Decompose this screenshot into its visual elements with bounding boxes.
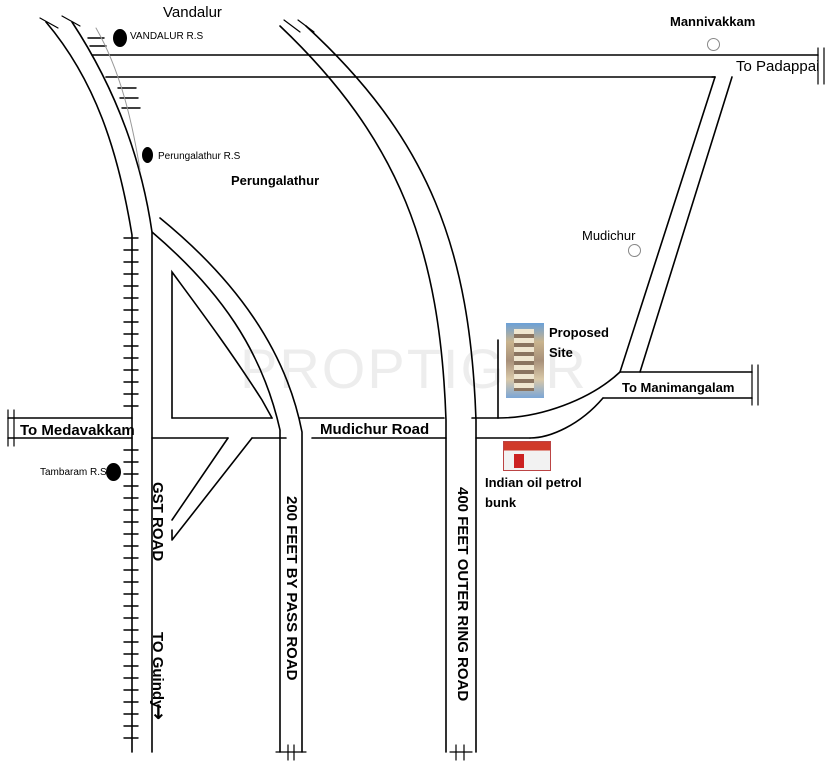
guindy-arrow-icon: ↓ <box>150 700 167 724</box>
indian-oil-label: Indian oil petrol <box>485 475 582 490</box>
vandalur-label: Vandalur <box>163 4 222 21</box>
site-curve-north <box>497 371 621 419</box>
tambaram-rs-label: Tambaram R.S <box>40 467 107 478</box>
mannivakkam-label: Mannivakkam <box>670 14 756 29</box>
mannivakkam-marker <box>707 38 720 51</box>
gst-road-west-edge <box>45 21 133 753</box>
proposed-site-image <box>506 323 544 398</box>
indian-oil-label-2: bunk <box>485 495 517 510</box>
inner-road-diagonal <box>171 437 253 541</box>
vandalur-rs-label: VANDALUR R.S <box>130 31 204 42</box>
mudichur-label: Mudichur <box>582 228 636 243</box>
proposed-site-label-2: Site <box>549 345 573 360</box>
padappai-diagonal-east <box>639 76 733 373</box>
gst-road-label: GST ROAD <box>149 482 166 562</box>
mudichur-marker <box>628 244 641 257</box>
tambaram-station-marker <box>106 463 121 481</box>
perungalathur-rs-label: Perungalathur R.S <box>158 151 241 162</box>
mudichur-road-label: Mudichur Road <box>320 421 430 438</box>
proposed-site-label: Proposed <box>549 325 609 340</box>
to-medavakkam-label: To Medavakkam <box>20 422 135 439</box>
bypass-road-label: 200 FEET BY PASS ROAD <box>283 496 300 681</box>
site-curve-south <box>529 397 604 439</box>
vandalur-station-marker <box>113 29 127 47</box>
to-padappai-label: To Padappai <box>736 58 820 75</box>
bypass-road-west <box>151 231 281 753</box>
ring-road-west <box>279 25 447 753</box>
inner-road-west <box>171 269 273 419</box>
perungalathur-label: Perungalathur <box>231 173 320 188</box>
to-manimangalam-label: To Manimangalam <box>622 380 735 395</box>
padappai-diagonal-west <box>619 76 716 373</box>
to-guindy-label: TO Guindy <box>149 632 166 709</box>
perungalathur-station-marker <box>142 147 153 163</box>
ring-road-east <box>305 25 477 753</box>
ring-road-label: 400 FEET OUTER RING ROAD <box>454 487 471 702</box>
bypass-road-east <box>159 217 303 753</box>
gst-road-east-edge <box>71 21 153 753</box>
petrol-bunk-image <box>503 441 551 471</box>
